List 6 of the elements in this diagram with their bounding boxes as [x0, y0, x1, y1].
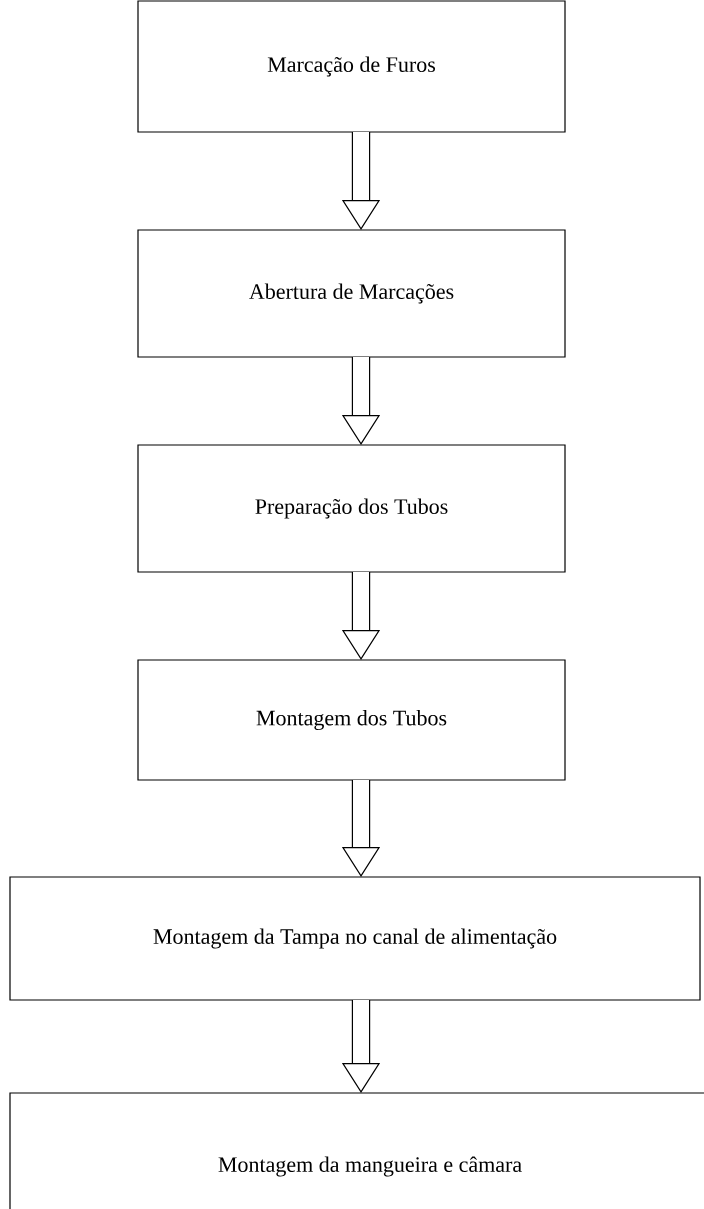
process-box: Montagem da Tampa no canal de alimentação — [9, 876, 701, 1001]
process-box: Preparação dos Tubos — [137, 444, 566, 573]
process-box: Marcação de Furos — [137, 0, 566, 133]
process-box: Montagem dos Tubos — [137, 659, 566, 781]
process-box: Abertura de Marcações — [137, 229, 566, 358]
process-box: Montagem da mangueira e câmara — [9, 1092, 704, 1209]
